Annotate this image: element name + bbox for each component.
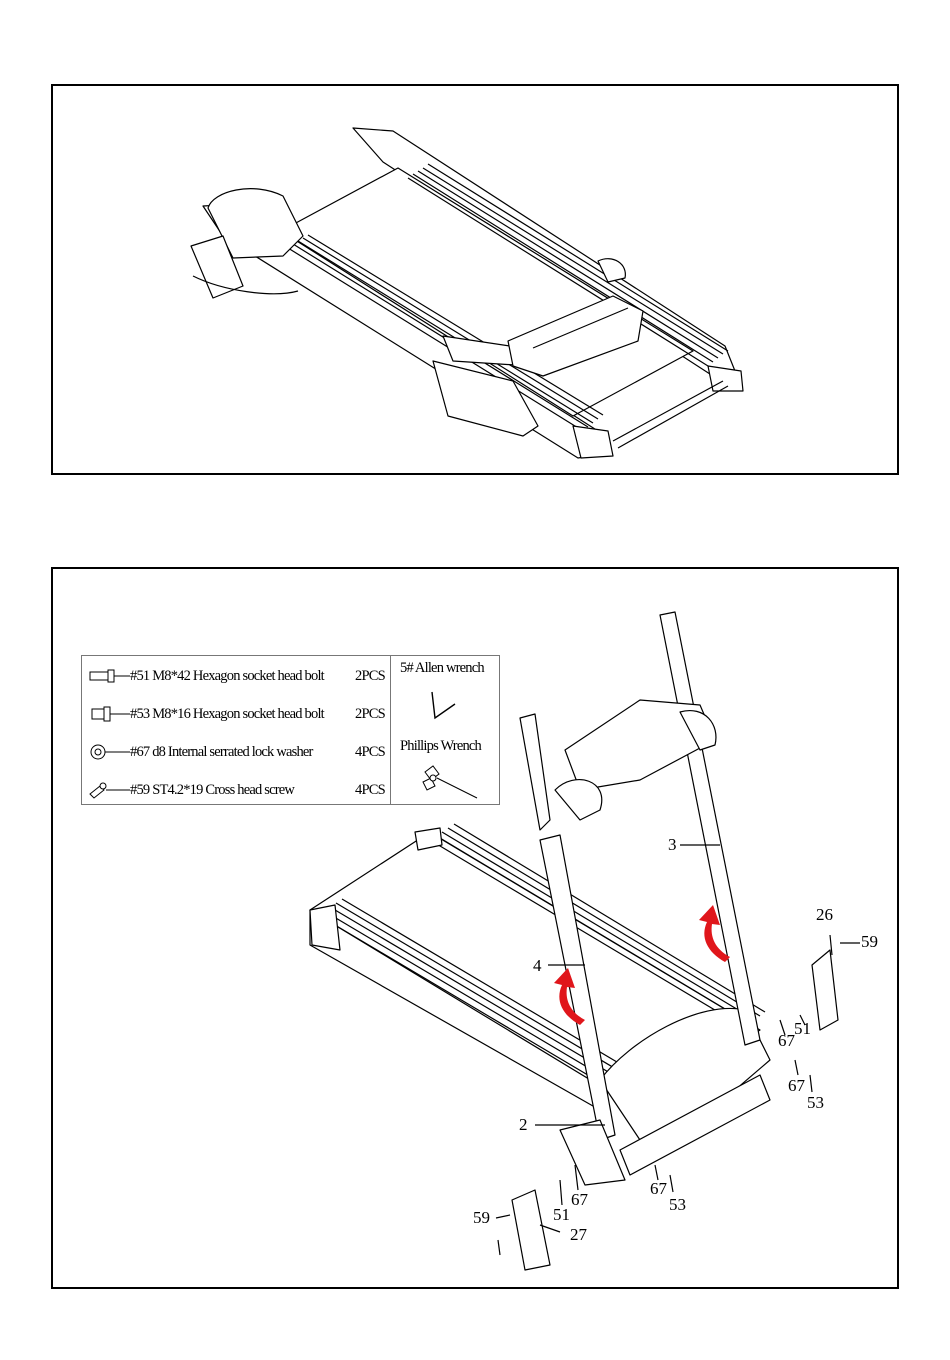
callout-67-right-lower: 67 xyxy=(788,1077,805,1094)
callout-51-right: 51 xyxy=(794,1020,811,1037)
callout-27: 27 xyxy=(570,1226,587,1243)
part-row-51: #51 M8*42 Hexagon socket head bolt 2PCS xyxy=(82,664,324,688)
callout-59-left: 59 xyxy=(473,1209,490,1226)
callout-3: 3 xyxy=(668,836,677,853)
part-row-53: #53 M8*16 Hexagon socket head bolt 2PCS xyxy=(82,702,324,726)
part-description: ST4.2*19 Cross head screw xyxy=(152,782,294,798)
callout-51-left: 51 xyxy=(553,1206,570,1223)
part-quantity: 4PCS xyxy=(355,744,385,761)
hex-bolt-long-icon xyxy=(86,666,130,686)
parts-list-table: #51 M8*42 Hexagon socket head bolt 2PCS … xyxy=(81,655,500,805)
part-quantity: 4PCS xyxy=(355,782,385,799)
lock-washer-icon xyxy=(86,742,130,762)
table-divider xyxy=(390,656,391,804)
part-code: #53 xyxy=(130,706,149,722)
part-code: #51 xyxy=(130,668,149,684)
callout-53-right: 53 xyxy=(807,1094,824,1111)
phillips-wrench-icon xyxy=(417,762,497,804)
part-description: d8 Internal serrated lock washer xyxy=(152,744,312,760)
part-quantity: 2PCS xyxy=(355,668,385,685)
callout-67-left: 67 xyxy=(571,1191,588,1208)
callout-4: 4 xyxy=(533,957,542,974)
allen-wrench-icon xyxy=(427,690,467,720)
callout-2: 2 xyxy=(519,1116,528,1133)
callout-59-right: 59 xyxy=(861,933,878,950)
callout-26: 26 xyxy=(816,906,833,923)
part-description: M8*16 Hexagon socket head bolt xyxy=(152,706,324,722)
callout-67-right-upper: 67 xyxy=(778,1032,795,1049)
part-description: M8*42 Hexagon socket head bolt xyxy=(152,668,324,684)
callout-67-center: 67 xyxy=(650,1180,667,1197)
part-row-59: #59 ST4.2*19 Cross head screw 4PCS xyxy=(82,778,294,802)
tool-phillips-wrench-label: Phillips Wrench xyxy=(400,738,481,755)
part-code: #59 xyxy=(130,782,149,798)
tool-allen-wrench-label: 5# Allen wrench xyxy=(400,660,484,677)
part-row-67: #67 d8 Internal serrated lock washer 4PC… xyxy=(82,740,313,764)
cross-screw-icon xyxy=(86,780,130,800)
callout-53-center: 53 xyxy=(669,1196,686,1213)
hex-bolt-short-icon xyxy=(86,704,130,724)
part-quantity: 2PCS xyxy=(355,706,385,723)
part-code: #67 xyxy=(130,744,149,760)
